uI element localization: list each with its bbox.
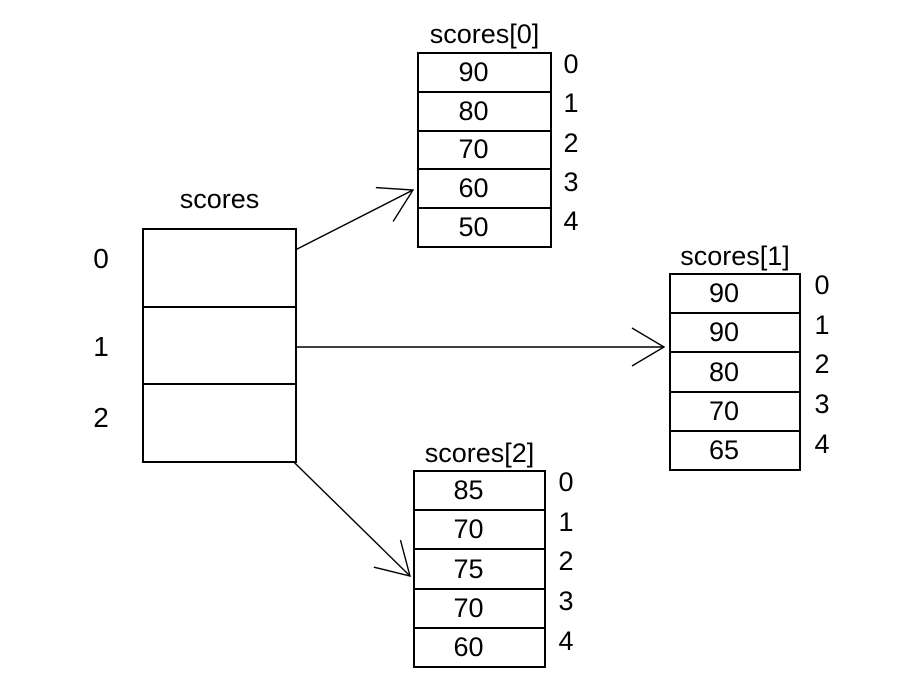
outer-cell-1	[144, 305, 295, 384]
cell-value: 70	[708, 395, 740, 426]
outer-index-0: 0	[93, 243, 109, 274]
table-cell: 80	[671, 351, 799, 390]
index-label: 4	[563, 205, 579, 236]
cell-value: 65	[708, 434, 740, 465]
index-label: 2	[558, 546, 574, 577]
index-label: 0	[563, 49, 579, 80]
index-label: 1	[814, 309, 830, 340]
table-cell: 85	[415, 472, 544, 509]
table-cell: 70	[671, 390, 799, 430]
table-cell: 60	[415, 626, 544, 666]
index-label: 0	[558, 467, 574, 498]
index-label: 2	[563, 127, 579, 158]
table-cell: 70	[415, 509, 544, 548]
cell-value: 90	[458, 56, 489, 87]
cell-value: 90	[708, 317, 740, 348]
outer-cell-0	[144, 230, 295, 306]
index-label: 1	[563, 88, 579, 119]
outer-cell-2	[144, 383, 295, 461]
cell-value: 70	[453, 514, 484, 545]
inner-array-1-table: 90 90 80 70 65	[669, 273, 801, 471]
outer-array-title: scores	[179, 184, 260, 214]
table-cell: 65	[671, 429, 799, 469]
outer-index-2: 2	[93, 402, 109, 433]
index-label: 1	[558, 506, 574, 537]
cell-value: 80	[458, 95, 489, 126]
index-label: 4	[814, 428, 830, 459]
index-label: 4	[558, 625, 574, 656]
inner-array-0-table: 90 80 70 60 50	[417, 52, 552, 248]
table-cell: 50	[419, 207, 550, 246]
cell-value: 60	[453, 631, 484, 662]
inner-array-2-table: 85 70 75 70 60	[413, 470, 546, 668]
table-cell: 90	[419, 54, 550, 91]
table-cell: 70	[415, 587, 544, 627]
table-cell: 90	[671, 275, 799, 312]
outer-index-1: 1	[93, 331, 109, 362]
cell-value: 50	[458, 212, 489, 243]
index-label: 3	[563, 166, 579, 197]
inner-array-1-indices: 0 1 2 3 4	[807, 270, 837, 471]
cell-value: 60	[458, 173, 489, 204]
inner-array-1-title: scores[1]	[680, 241, 790, 271]
cell-value: 80	[708, 356, 740, 387]
cell-value: 70	[458, 134, 489, 165]
cell-value: 75	[453, 553, 484, 584]
index-label: 2	[814, 349, 830, 380]
index-label: 3	[814, 389, 830, 420]
cell-value: 90	[708, 278, 740, 309]
inner-array-0-indices: 0 1 2 3 4	[556, 49, 586, 248]
table-cell: 75	[415, 548, 544, 587]
inner-array-0-title: scores[0]	[429, 19, 540, 49]
outer-array-box	[142, 228, 297, 463]
table-cell: 80	[419, 90, 550, 130]
inner-array-2-title: scores[2]	[424, 438, 535, 468]
inner-array-2-indices: 0 1 2 3 4	[551, 467, 581, 668]
cell-value: 70	[453, 592, 484, 623]
table-cell: 70	[419, 129, 550, 169]
table-cell: 60	[419, 168, 550, 207]
cell-value: 85	[453, 475, 484, 506]
index-label: 3	[558, 586, 574, 617]
table-cell: 90	[671, 312, 799, 351]
index-label: 0	[814, 270, 830, 301]
